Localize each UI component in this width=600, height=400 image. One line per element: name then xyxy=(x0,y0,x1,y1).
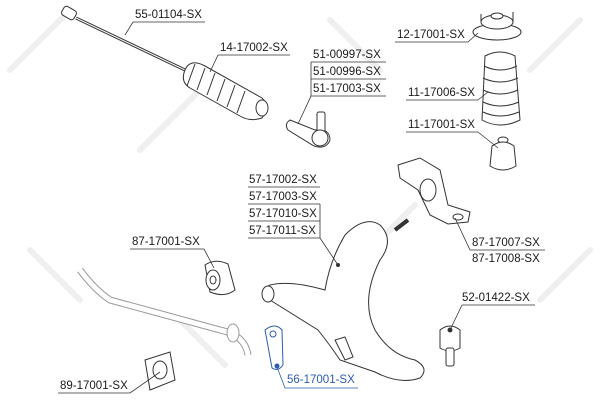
label-tie-rod-end-2[interactable]: 51-00996-SX xyxy=(313,66,381,78)
arm-bushing-part xyxy=(204,260,236,296)
control-arm-part xyxy=(261,218,425,381)
label-control-arm-3[interactable]: 57-17010-SX xyxy=(249,208,317,220)
tie-rod-part xyxy=(61,5,186,72)
steering-boot-part xyxy=(182,62,269,121)
leader-lines xyxy=(58,21,545,394)
label-control-arm-4[interactable]: 57-17011-SX xyxy=(249,225,316,237)
stabilizer-bar-part xyxy=(77,267,252,356)
label-arm-bracket-2[interactable]: 87-17008-SX xyxy=(472,253,540,265)
label-control-arm-1[interactable]: 57-17002-SX xyxy=(249,174,317,186)
label-strut-mount[interactable]: 12-17001-SX xyxy=(397,29,465,41)
ball-joint-part xyxy=(439,325,461,367)
strut-mount-part xyxy=(472,12,522,41)
label-tie-rod[interactable]: 55-01104-SX xyxy=(135,9,202,21)
label-control-arm-2[interactable]: 57-17003-SX xyxy=(249,191,317,203)
label-tie-rod-end-1[interactable]: 51-00997-SX xyxy=(313,49,381,61)
label-steering-boot[interactable]: 14-17002-SX xyxy=(220,42,288,54)
label-tie-rod-end-3[interactable]: 51-17003-SX xyxy=(313,83,381,95)
bump-stop-part xyxy=(489,136,517,171)
label-arm-bushing[interactable]: 87-17001-SX xyxy=(132,236,200,248)
label-ball-joint[interactable]: 52-01422-SX xyxy=(462,292,530,304)
tie-rod-end-part xyxy=(285,111,331,148)
label-bump-stop[interactable]: 11-17001-SX xyxy=(408,119,475,131)
label-stabilizer-link[interactable]: 56-17001-SX xyxy=(287,374,355,386)
stabilizer-bushing-part xyxy=(144,351,176,391)
label-arm-bracket-1[interactable]: 87-17007-SX xyxy=(472,237,540,249)
arm-bracket-part xyxy=(397,157,471,225)
strut-boot-part xyxy=(481,51,521,126)
label-strut-boot[interactable]: 11-17006-SX xyxy=(408,87,475,99)
label-stabilizer-bushing[interactable]: 89-17001-SX xyxy=(60,380,128,392)
stabilizer-link-part xyxy=(264,325,284,370)
